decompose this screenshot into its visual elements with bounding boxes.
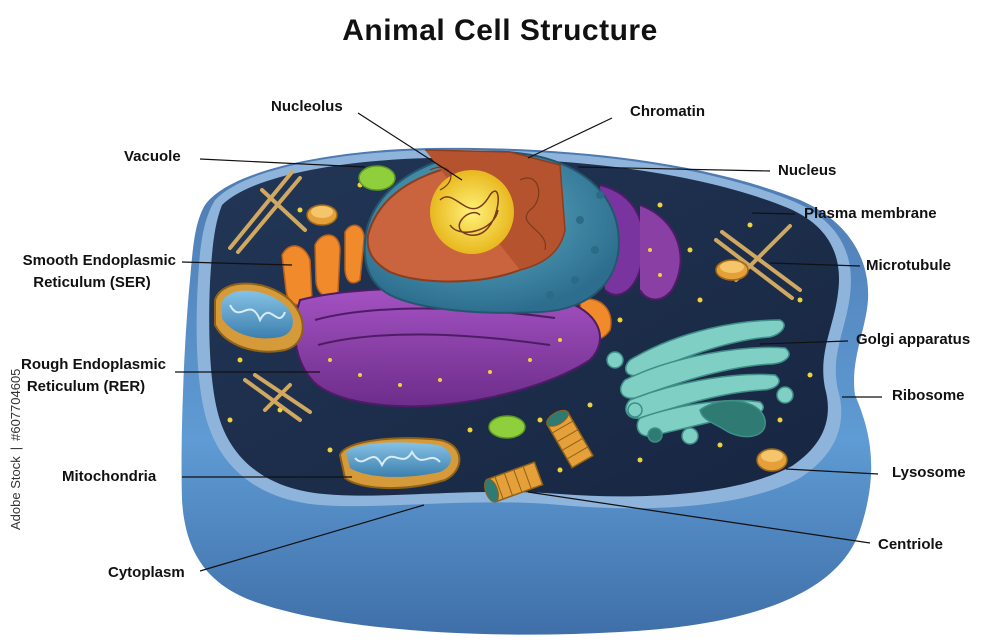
label-golgi-apparatus: Golgi apparatus — [856, 331, 971, 348]
label-chromatin: Chromatin — [630, 103, 705, 120]
stock-watermark: Adobe Stock | #607704605 — [8, 363, 23, 530]
label-vacuole: Vacuole — [124, 148, 181, 165]
nucleus-shape — [363, 149, 620, 314]
nucleolus-shape — [430, 170, 514, 254]
label-rer-line1: Rough Endoplasmic — [20, 356, 166, 373]
label-ser-line2: Reticulum (SER) — [33, 274, 151, 291]
label-ser: Smooth Endoplasmic Reticulum (SER) — [8, 250, 176, 294]
label-nucleus: Nucleus — [778, 162, 837, 179]
label-plasma-membrane: Plasma membrane — [804, 205, 937, 222]
label-centriole: Centriole — [878, 536, 944, 553]
microtubule-shapes — [228, 170, 802, 422]
watermark-separator: | — [8, 446, 23, 451]
vacuole-shape-2 — [488, 415, 526, 439]
diagram-title: Animal Cell Structure — [342, 14, 658, 47]
label-ribosome: Ribosome — [892, 387, 965, 404]
lysosome-shapes — [306, 204, 788, 472]
label-rer-line2: Reticulum (RER) — [26, 378, 146, 395]
leader-lines — [175, 112, 882, 572]
label-mitochondria: Mitochondria — [62, 468, 157, 485]
smooth-er-shape — [281, 224, 612, 340]
watermark-id: #607704605 — [8, 368, 23, 441]
label-ser-line1: Smooth Endoplasmic — [22, 252, 176, 269]
label-rer: Rough Endoplasmic Reticulum (RER) — [6, 354, 166, 398]
golgi-shape — [606, 319, 794, 445]
mitochondria-shapes — [214, 282, 461, 490]
centriole-shapes — [484, 409, 594, 503]
label-lysosome: Lysosome — [892, 464, 966, 481]
label-nucleolus: Nucleolus — [271, 98, 343, 115]
label-cytoplasm: Cytoplasm — [108, 564, 185, 581]
watermark-brand: Adobe Stock — [8, 456, 23, 530]
vacuole-shape — [358, 165, 396, 191]
label-microtubule: Microtubule — [866, 257, 951, 274]
